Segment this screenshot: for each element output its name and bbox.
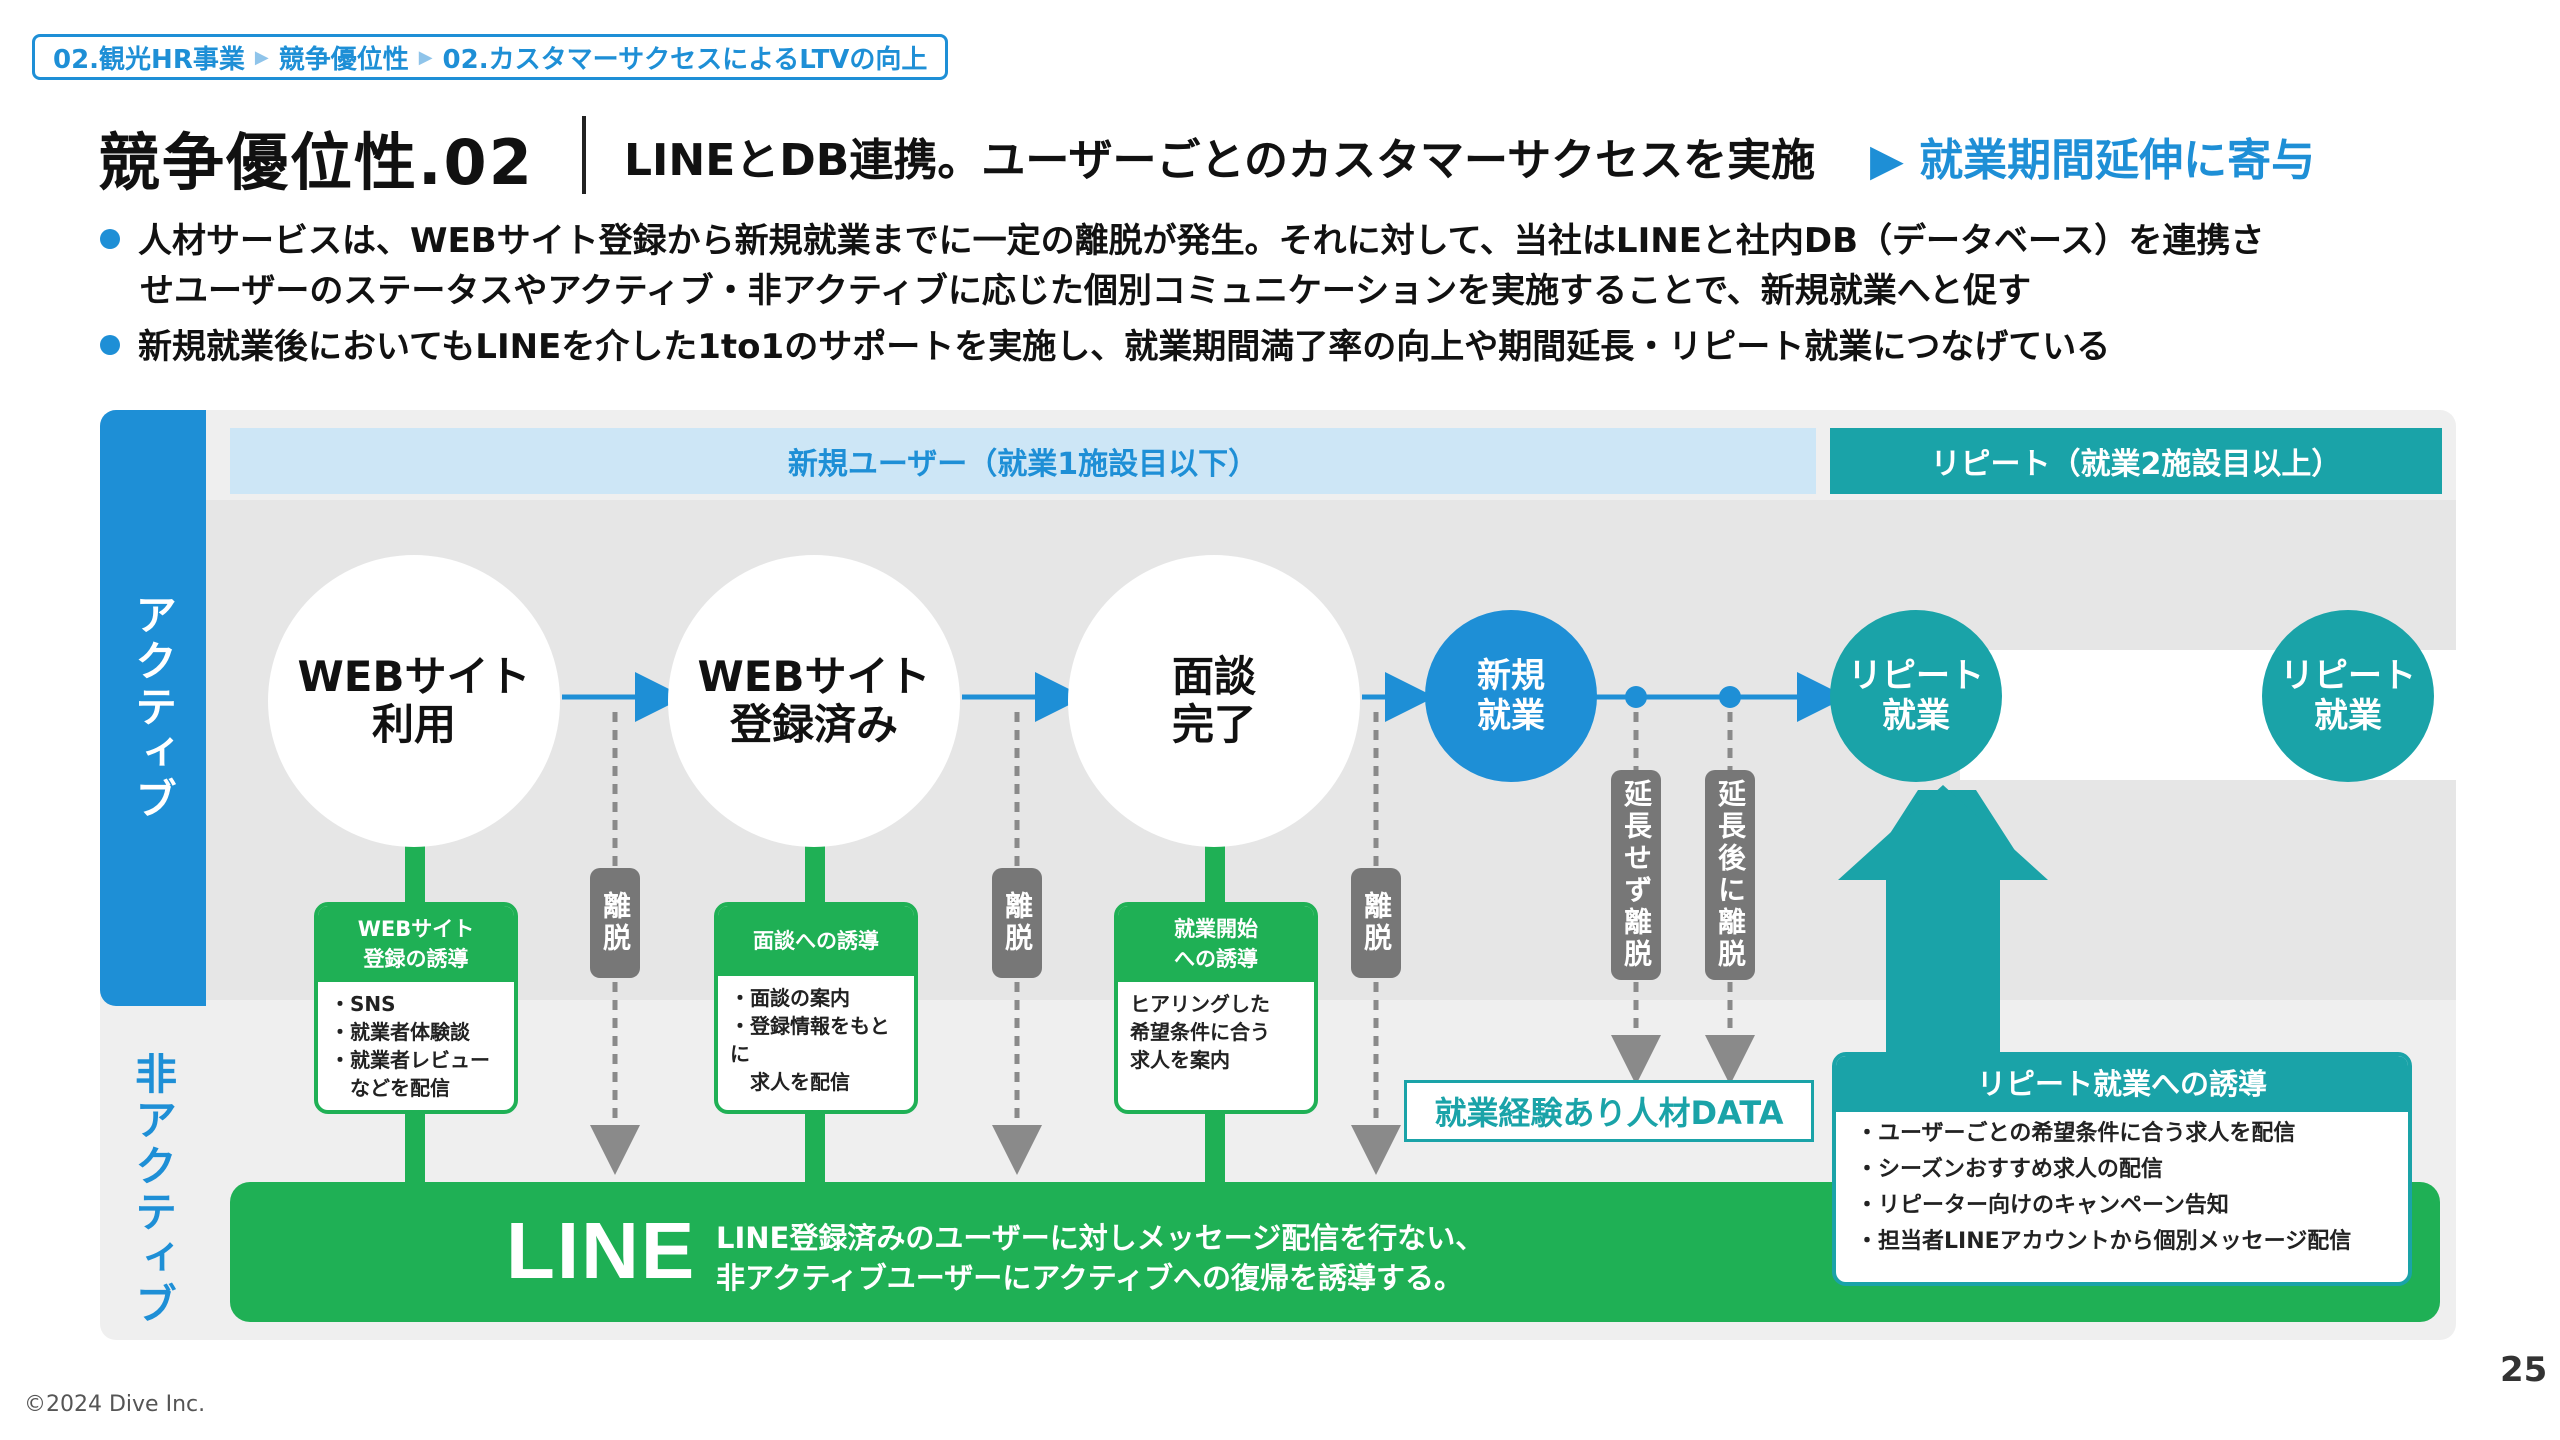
stage-repeat-employment-2: リピート 就業 [2262,610,2434,782]
copyright: ©2024 Dive Inc. [24,1392,206,1417]
stage-repeat-employment: リピート 就業 [1830,610,2002,782]
bullet-1-continued: せユーザーのステータスやアクティブ・非アクティブに応じた個別コミュニケーションを… [140,271,2032,311]
page-subtitle-accent: ▶ 就業期間延伸に寄与 [1870,135,2316,186]
breadcrumb-separator-icon: ▶ [418,46,433,68]
repeat-guide-item: ・担当者LINEアカウントから個別メッセージ配信 [1856,1229,2352,1254]
experienced-talent-data: 就業経験あり人材DATA [1404,1080,1814,1142]
stage-website-registered: WEBサイト 登録済み [668,555,960,847]
breadcrumb-item-1[interactable]: 02.観光HR事業 [53,44,245,75]
bullet-dot-icon [100,229,120,249]
guide-box-registration: WEBサイト 登録の誘導 ・SNS ・就業者体験談 ・就業者レビュー などを配信 [314,902,518,1114]
dropout-label: 離脱 [992,868,1042,978]
page-title: 競争優位性.02 [98,126,534,199]
header-repeat-users: リピート（就業2施設目以上） [1830,428,2442,494]
bullet-dot-icon [100,335,120,355]
dropout-label: 離脱 [590,868,640,978]
guide-box-registration-head: WEBサイト 登録の誘導 [318,906,514,982]
repeat-guide-item: ・リピーター向けのキャンペーン告知 [1856,1193,2229,1218]
page-number: 25 [2500,1350,2548,1390]
bullet-2-text: 新規就業後においてもLINEを介した1to1のサポートを実施し、就業期間満了率の… [138,327,2111,367]
guide-box-employment-body: ヒアリングした 希望条件に合う 求人を案内 [1130,992,1270,1072]
line-description-1: LINE登録済みのユーザーに対しメッセージ配信を行ない、 [716,1221,1485,1255]
dropout-after-extension-label: 延長後に離脱 [1705,770,1755,980]
breadcrumb: 02.観光HR事業 ▶ 競争優位性 ▶ 02.カスタマーサクセスによるLTVの向… [32,34,949,80]
breadcrumb-item-2[interactable]: 競争優位性 [278,44,409,75]
stage-website-use: WEBサイト 利用 [268,555,560,847]
line-description-2: 非アクティブユーザーにアクティブへの復帰を誘導する。 [716,1261,1464,1295]
side-label-active: アクティブ [100,410,206,1006]
bullet-1-text: 人材サービスは、WEBサイト登録から新規就業までに一定の離脱が発生。それに対して… [138,221,2265,261]
breadcrumb-item-3[interactable]: 02.カスタマーサクセスによるLTVの向上 [442,44,928,75]
bullet-2: 新規就業後においてもLINEを介した1to1のサポートを実施し、就業期間満了率の… [100,320,2110,374]
repeat-guide-head: リピート就業への誘導 [1836,1056,2408,1112]
stage-interview-done: 面談 完了 [1068,555,1360,847]
guide-box-registration-body: ・SNS ・就業者体験談 ・就業者レビュー などを配信 [330,992,490,1100]
bullet-1: 人材サービスは、WEBサイト登録から新規就業までに一定の離脱が発生。それに対して… [100,214,2264,268]
guide-box-interview-body: ・面談の案内 ・登録情報をもとに 求人を配信 [730,986,890,1094]
guide-box-employment: 就業開始 への誘導 ヒアリングした 希望条件に合う 求人を案内 [1114,902,1318,1114]
title-divider [582,116,586,194]
guide-box-interview: 面談への誘導 ・面談の案内 ・登録情報をもとに 求人を配信 [714,902,918,1114]
dropout-no-extension-label: 延長せず離脱 [1611,770,1661,980]
guide-box-employment-head: 就業開始 への誘導 [1118,906,1314,982]
header-new-users: 新規ユーザー（就業1施設目以下） [230,428,1816,494]
line-logo: LINE [506,1206,697,1295]
repeat-guide-item: ・ユーザーごとの希望条件に合う求人を配信 [1856,1121,2296,1146]
repeat-guide-list: ・ユーザーごとの希望条件に合う求人を配信 ・シーズンおすすめ求人の配信 ・リピー… [1836,1112,2408,1264]
breadcrumb-separator-icon: ▶ [254,46,269,68]
stage-new-employment: 新規 就業 [1425,610,1597,782]
branch-dot [1719,686,1741,708]
repeat-guide-box: リピート就業への誘導 ・ユーザーごとの希望条件に合う求人を配信 ・シーズンおすす… [1832,1052,2412,1286]
side-label-inactive: 非アクティブ [128,1052,178,1328]
line-description: LINE登録済みのユーザーに対しメッセージ配信を行ない、 非アクティブユーザーに… [716,1218,1484,1298]
repeat-guide-item: ・シーズンおすすめ求人の配信 [1856,1157,2163,1182]
page-subtitle: LINEとDB連携。ユーザーごとのカスタマーサクセスを実施 [624,135,1816,186]
branch-dot [1625,686,1647,708]
dropout-label: 離脱 [1351,868,1401,978]
guide-box-interview-head: 面談への誘導 [718,906,914,976]
